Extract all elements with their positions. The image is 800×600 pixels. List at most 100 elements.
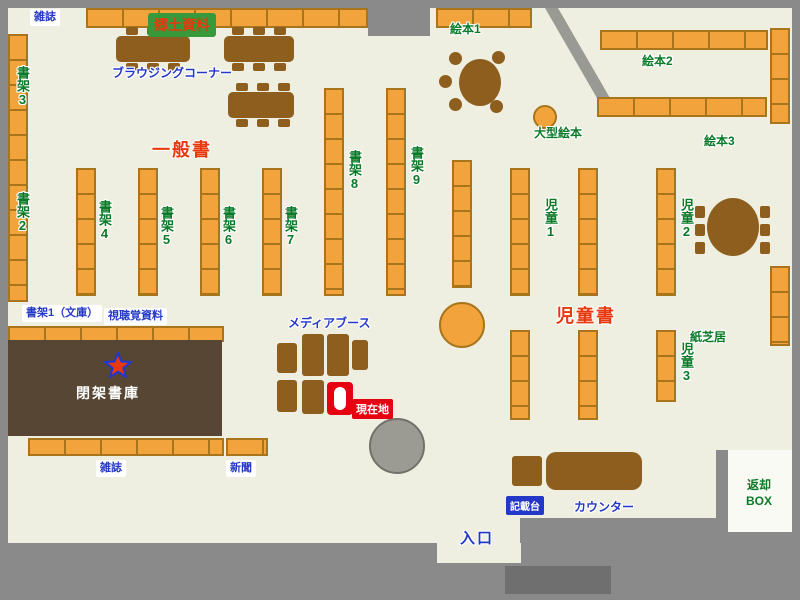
shelf-right-wall-top (770, 28, 790, 124)
media-booth-unit (277, 343, 297, 373)
label-return-box: 返却 BOX (730, 477, 788, 509)
shelf-shoka6 (200, 168, 220, 296)
label-shoka8: 書架8 (347, 150, 362, 191)
star-icon (103, 351, 133, 379)
chair (278, 119, 290, 127)
browsing-table-1 (116, 36, 190, 62)
entrance-passage-floor (437, 543, 521, 563)
shelf-picture-book1 (436, 8, 532, 28)
stool (439, 75, 452, 88)
shelf-shoka4 (76, 168, 96, 296)
media-booth-unit (302, 334, 324, 376)
browsing-table-2 (224, 36, 294, 62)
round-table-picture-books (459, 59, 501, 106)
label-jido3: 児童3 (679, 342, 694, 383)
chair (232, 63, 244, 71)
label-jido2: 児童2 (679, 198, 694, 239)
current-location-marker (327, 382, 353, 415)
shelf-jido-lower-b (578, 330, 598, 420)
chair (760, 224, 770, 236)
label-picture-book3: 絵本3 (704, 134, 735, 148)
label-picture-book2: 絵本2 (642, 54, 673, 68)
chair (760, 206, 770, 218)
current-location-marker-glyph (334, 387, 346, 410)
chair (760, 242, 770, 254)
label-shoka2: 書架2 (15, 192, 30, 233)
chair (257, 119, 269, 127)
chair (278, 83, 290, 91)
chair (253, 27, 265, 35)
closed-stacks-label: 閉架書庫 (76, 385, 140, 401)
shelf-left-wall (8, 34, 28, 302)
label-newspaper: 新聞 (226, 460, 256, 477)
stool (449, 52, 462, 65)
shelf-jido2 (656, 168, 676, 296)
label-audio-visual: 視聴覚資料 (104, 308, 167, 325)
shelf-jido1-a (510, 168, 530, 296)
shelf-shoka9 (386, 88, 406, 296)
round-display-children (439, 302, 485, 348)
chair (695, 224, 705, 236)
wall-block-top (368, 8, 430, 36)
shelf-jido3 (656, 330, 676, 402)
stool (492, 51, 505, 64)
label-shoka4: 書架4 (97, 200, 112, 241)
entrance-mat (505, 566, 611, 594)
chair (168, 63, 180, 71)
label-shoka1-bunko: 書架1（文庫） (22, 305, 103, 322)
chair (126, 63, 138, 71)
label-picture-book1: 絵本1 (450, 22, 481, 36)
label-browsing-corner: ブラウジングコーナー (112, 66, 233, 80)
label-magazines-top: 雑誌 (30, 9, 60, 26)
chair (236, 83, 248, 91)
shelf-shoka5 (138, 168, 158, 296)
label-shoka9: 書架9 (409, 146, 424, 187)
closed-stacks-room (8, 340, 222, 436)
shelf-shoka8 (324, 88, 344, 296)
media-booth-unit (327, 334, 349, 376)
label-kamishibai: 紙芝居 (690, 330, 727, 344)
shelf-middle (452, 160, 472, 288)
chair (253, 63, 265, 71)
chair (274, 27, 286, 35)
chair (232, 27, 244, 35)
shelf-kamishibai (770, 266, 790, 346)
shelf-newspaper (226, 438, 268, 456)
label-return-box-line2: BOX (745, 494, 772, 509)
pillar (369, 418, 425, 474)
chair (695, 206, 705, 218)
return-box-wall (716, 450, 728, 532)
chair (274, 63, 286, 71)
return-box-nook (728, 450, 792, 532)
media-booth-unit (352, 340, 368, 370)
stool (449, 98, 462, 111)
round-table-children (707, 198, 759, 256)
counter-desk (546, 452, 642, 490)
shelf-picture-book2 (600, 30, 768, 50)
label-shoka6: 書架6 (221, 206, 236, 247)
label-large-picture-book: 大型絵本 (534, 126, 583, 140)
shelf-jido1-b (578, 168, 598, 296)
writing-desk (512, 456, 542, 486)
label-entrance: 入口 (460, 530, 495, 547)
label-local-materials: 郷土資料 (148, 13, 216, 37)
media-booth-unit (302, 380, 324, 414)
label-magazines-bottom: 雑誌 (96, 460, 126, 477)
label-current-location: 現在地 (352, 399, 393, 419)
chair (236, 119, 248, 127)
label-jido1: 児童1 (543, 198, 558, 239)
chair (257, 83, 269, 91)
browsing-table-3 (228, 92, 294, 118)
label-return-box-line1: 返却 (746, 478, 771, 492)
shelf-jido-lower-a (510, 330, 530, 420)
media-booth-unit (277, 380, 297, 412)
label-general-books: 一般書 (152, 140, 212, 160)
label-shoka5: 書架5 (159, 206, 174, 247)
shelf-shoka7 (262, 168, 282, 296)
label-children-books: 児童書 (556, 306, 616, 326)
label-shoka3: 書架3 (15, 66, 30, 107)
large-picture-book-display (533, 105, 557, 129)
chair (126, 27, 138, 35)
shelf-local-materials (86, 8, 368, 28)
